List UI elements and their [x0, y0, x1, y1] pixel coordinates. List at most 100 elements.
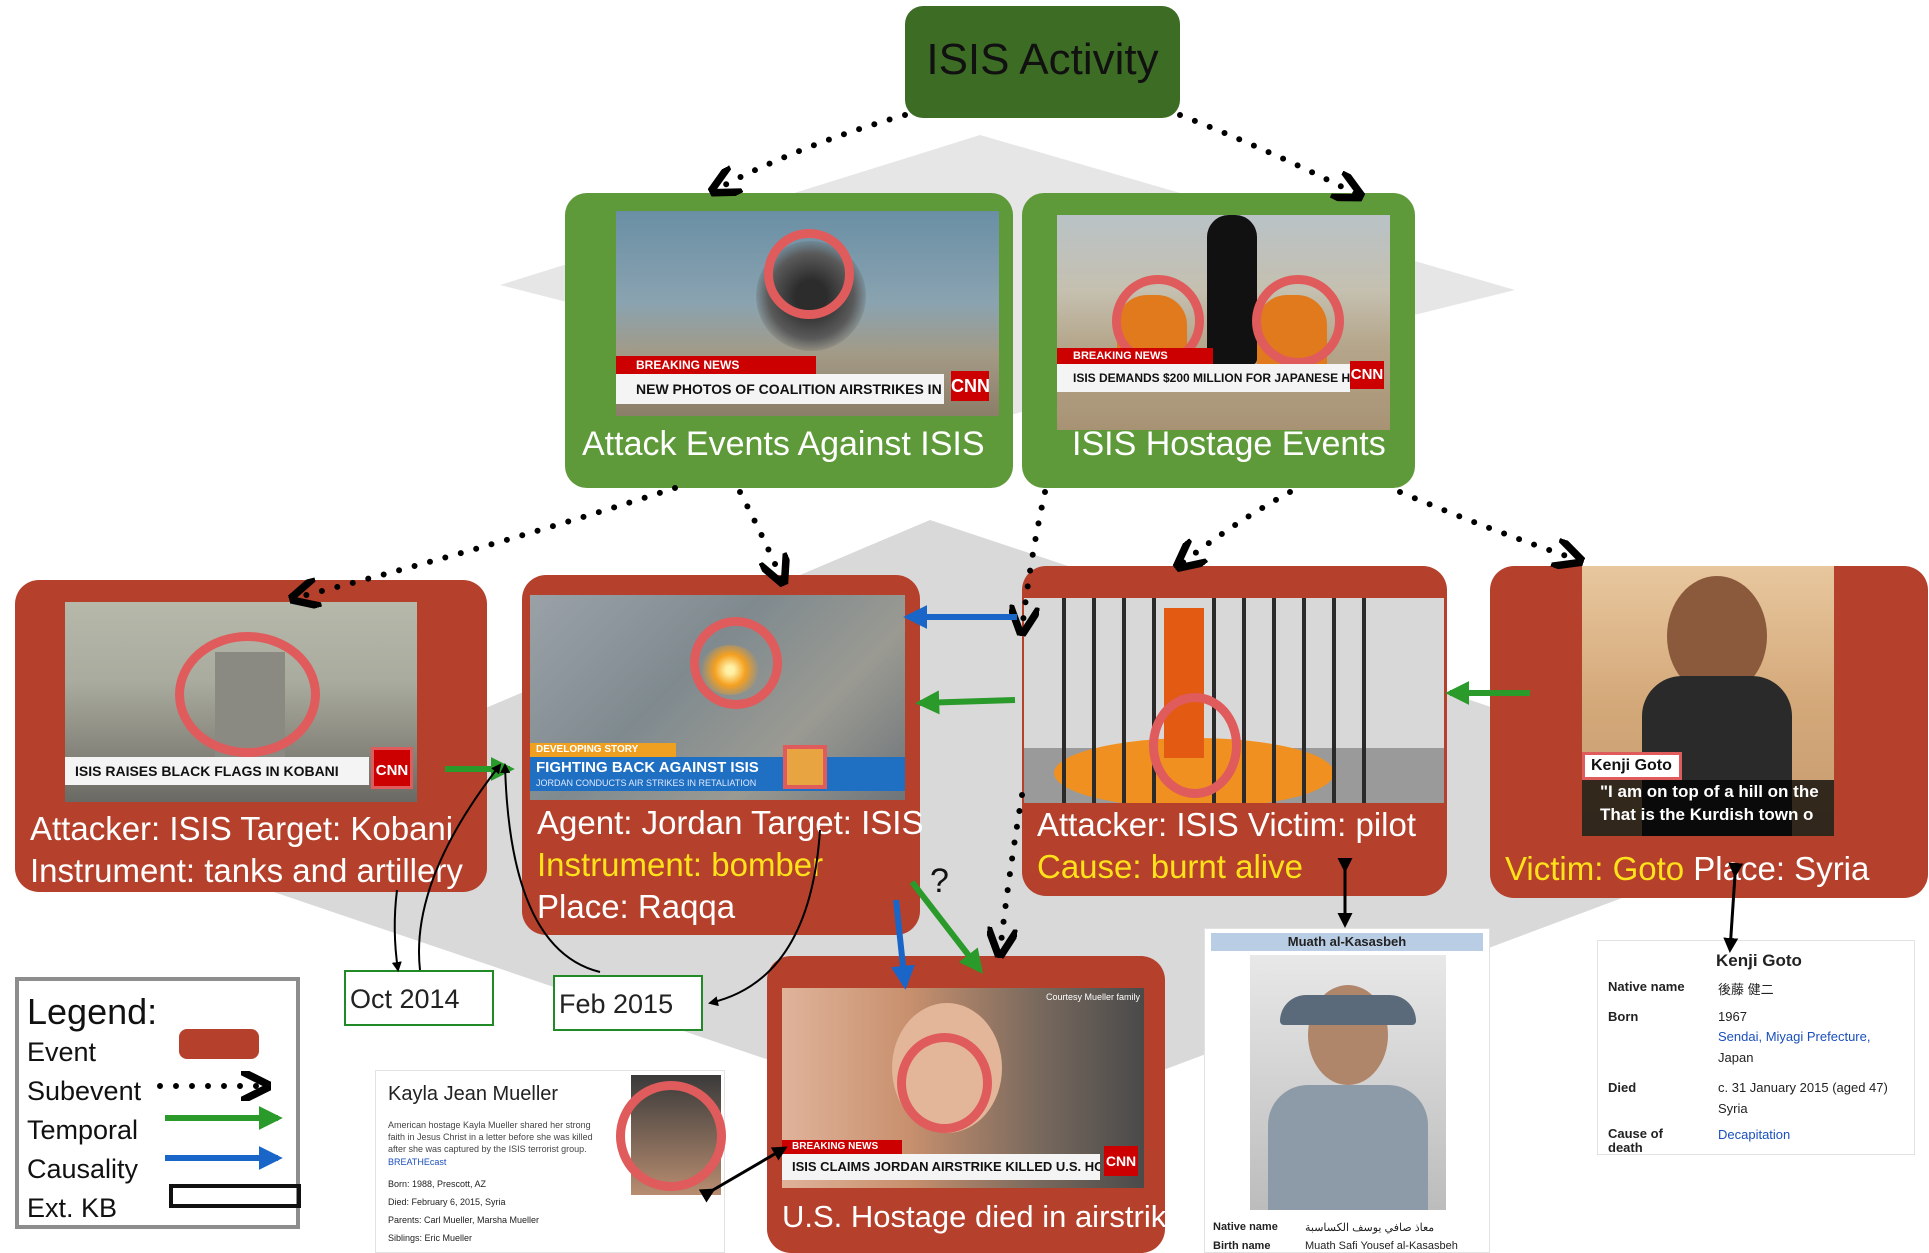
militant-figure	[1207, 215, 1257, 365]
kb-born-year: 1967	[1718, 1009, 1747, 1024]
event-line-1: Attacker: ISIS Victim: pilot	[1037, 806, 1417, 843]
kb-title: Kenji Goto	[1716, 951, 1802, 970]
kb-kenji-goto: Kenji Goto Native name 後藤 健二 Born 1967 S…	[1597, 940, 1915, 1155]
subtitle: "I am on top of a hill on the That is th…	[1582, 780, 1834, 836]
kb-title: Muath al-Kasasbeh	[1211, 933, 1483, 951]
kb-died-place: Syria	[1718, 1101, 1748, 1116]
goto-image: Kenji Goto "I am on top of a hill on the…	[1582, 566, 1834, 836]
airstrike-image: BREAKING NEWS NEW PHOTOS OF COALITION AI…	[616, 211, 999, 416]
kb-cause-label: Cause of death	[1608, 1126, 1663, 1155]
kb-died-label: Died	[1608, 1080, 1637, 1095]
temporal-arrow	[915, 690, 1016, 715]
news-ticker: ISIS DEMANDS $200 MILLION FOR JAPANESE H…	[1057, 364, 1350, 392]
group-attack-events: BREAKING NEWS NEW PHOTOS OF COALITION AI…	[565, 193, 1013, 488]
event-us-hostage: Courtesy Mueller family BREAKING NEWS IS…	[767, 956, 1183, 1253]
legend-event-swatch	[179, 1029, 259, 1059]
kb-died: Died: February 6, 2015, Syria	[388, 1197, 506, 1207]
kb-died-value: c. 31 January 2015 (aged 47)	[1718, 1080, 1888, 1095]
kb-title: Kayla Jean Mueller	[388, 1083, 559, 1105]
question-mark: ?	[930, 862, 949, 900]
hostage-image: BREAKING NEWS ISIS DEMANDS $200 MILLION …	[1057, 215, 1390, 430]
kb-link	[698, 1146, 788, 1203]
subtitle-line-2: That is the Kurdish town o	[1600, 805, 1814, 824]
subevent-arrow	[1022, 489, 1048, 630]
pilot-image	[1024, 598, 1444, 803]
breaking-news-tag: BREAKING NEWS	[1057, 348, 1213, 364]
victim-label: Victim: Goto	[1505, 850, 1685, 887]
news-ticker: ISIS RAISES BLACK FLAGS IN KOBANI	[65, 757, 369, 785]
event-line-1: Attacker: ISIS Target: Kobani	[30, 810, 454, 847]
kb-siblings: Siblings: Eric Mueller	[388, 1233, 473, 1243]
cap	[1280, 995, 1416, 1025]
kb-native-label: Native name	[1213, 1221, 1278, 1233]
subevent-arrows	[295, 112, 1578, 952]
time-anchor-curves	[391, 763, 821, 1007]
highlight-ring	[1149, 693, 1241, 798]
legend: Legend: Event Subevent Temporal Causalit…	[15, 977, 301, 1229]
cnn-logo: CNN	[951, 371, 990, 401]
kb-parents: Parents: Carl Mueller, Marsha Mueller	[388, 1215, 540, 1225]
event-line-2: Instrument: tanks and artillery	[30, 852, 463, 889]
root-node-isis-activity: ISIS Activity	[905, 6, 1180, 118]
temporal-arrow	[909, 880, 983, 974]
event-goto: Kenji Goto "I am on top of a hill on the…	[1490, 566, 1928, 898]
kb-links	[698, 858, 1744, 1203]
group-label: Attack Events Against ISIS	[582, 425, 985, 463]
highlight-ring	[1252, 275, 1344, 367]
kb-photo	[1250, 955, 1446, 1210]
kb-born-country: Japan	[1718, 1050, 1754, 1065]
highlight-ring	[690, 617, 782, 709]
group-hostage-events: BREAKING NEWS ISIS DEMANDS $200 MILLION …	[1022, 193, 1415, 488]
date-feb-2015: Feb 2015	[553, 975, 703, 1031]
place-label: Place: Syria	[1684, 850, 1870, 887]
subevent-arrow	[1177, 112, 1358, 195]
legend-subevent-label: Subevent	[27, 1076, 142, 1106]
group-label: ISIS Hostage Events	[1072, 425, 1386, 463]
legend-causality-label: Causality	[27, 1154, 139, 1184]
subevent-arrow	[295, 485, 678, 598]
breaking-news-tag: BREAKING NEWS	[782, 1140, 902, 1154]
legend-temporal-label: Temporal	[27, 1115, 139, 1145]
legend-title: Legend:	[27, 991, 158, 1032]
event-pilot: Attacker: ISIS Victim: pilot Cause: burn…	[1022, 566, 1447, 896]
highlight-ring	[616, 1081, 726, 1191]
kb-born-place[interactable]: Sendai, Miyagi Prefecture,	[1718, 1029, 1871, 1044]
legend-extkb-label: Ext. KB	[27, 1193, 118, 1223]
event-line-2: Instrument: bomber	[537, 846, 824, 883]
cnn-logo: CNN	[1104, 1146, 1138, 1176]
news-ticker: NEW PHOTOS OF COALITION AIRSTRIKES IN SY…	[616, 374, 944, 404]
subevent-arrow	[715, 112, 908, 190]
kb-description: American hostage Kayla Mueller shared he…	[388, 1120, 593, 1154]
today-logo	[783, 745, 827, 789]
root-label: ISIS Activity	[926, 35, 1159, 84]
name-tag: Kenji Goto	[1582, 752, 1682, 780]
airstrike-aerial-image: DEVELOPING STORY FIGHTING BACK AGAINST I…	[530, 595, 905, 800]
time-anchor-curve	[391, 889, 402, 972]
kb-birth-value: Muath Safi Yousef al-Kasasbeh	[1305, 1240, 1458, 1252]
time-anchor-curve	[708, 829, 821, 1007]
photo-credit: Courtesy Mueller family	[1045, 992, 1140, 1002]
event-label: U.S. Hostage died in airstrike	[782, 1199, 1184, 1234]
subevent-arrow	[1000, 792, 1025, 952]
event-line-2: Cause: burnt alive	[1037, 848, 1303, 885]
cnn-logo: CNN	[371, 747, 413, 789]
kb-birth-label: Birth name	[1213, 1240, 1271, 1252]
developing-story-tag: DEVELOPING STORY	[530, 743, 676, 757]
kb-native-value: معاذ صافي يوسف الكساسبة	[1305, 1222, 1435, 1234]
causality-arrow	[891, 899, 915, 990]
kobani-image: ISIS RAISES BLACK FLAGS IN KOBANI CNN	[65, 602, 417, 802]
event-jordan-airstrike: DEVELOPING STORY FIGHTING BACK AGAINST I…	[522, 575, 923, 935]
kb-born-label: Born	[1608, 1009, 1639, 1024]
subevent-arrow	[1397, 489, 1578, 560]
kb-cause-value[interactable]: Decapitation	[1718, 1127, 1791, 1142]
breaking-news-tag: BREAKING NEWS	[616, 356, 816, 374]
kb-born: Born: 1988, Prescott, AZ	[388, 1179, 487, 1189]
time-anchor-curve	[500, 763, 601, 973]
kb-link	[1723, 862, 1744, 953]
kb-source-link[interactable]: BREATHEcast	[388, 1157, 447, 1167]
event-line-3: Place: Raqqa	[537, 888, 736, 925]
highlight-ring	[764, 229, 854, 319]
cnn-logo: CNN	[1350, 361, 1384, 389]
event-kobani: ISIS RAISES BLACK FLAGS IN KOBANI CNN At…	[15, 580, 487, 892]
legend-extkb-swatch	[169, 1184, 301, 1208]
